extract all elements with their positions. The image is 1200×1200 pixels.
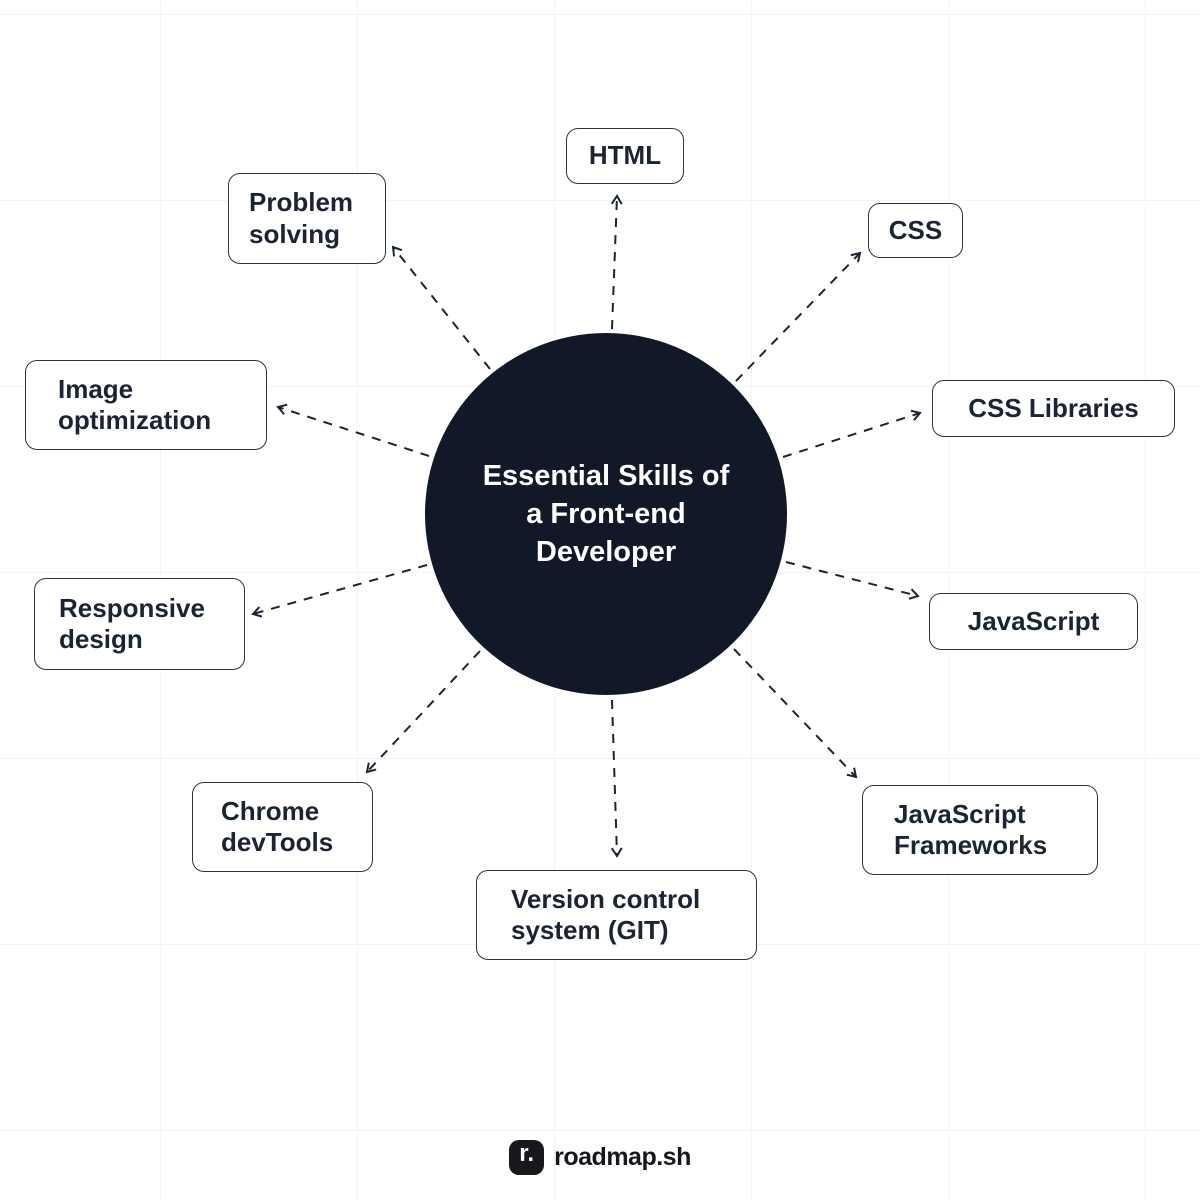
roadmap-logo-icon: r. bbox=[509, 1139, 545, 1175]
node-problem-solving[interactable]: Problem solving bbox=[228, 173, 386, 264]
node-responsive-design[interactable]: Responsive design bbox=[34, 578, 245, 670]
node-css-libraries[interactable]: CSS Libraries bbox=[932, 380, 1175, 437]
node-javascript[interactable]: JavaScript bbox=[929, 593, 1138, 650]
arrow-to-javascript bbox=[785, 561, 920, 600]
arrow-to-html bbox=[610, 194, 623, 330]
brand-name: roadmap.sh bbox=[554, 1142, 691, 1171]
node-html-label: HTML bbox=[588, 140, 662, 171]
node-css-label: CSS bbox=[888, 214, 943, 245]
node-version-control-system[interactable]: Version control system (GIT) bbox=[476, 870, 757, 960]
node-html[interactable]: HTML bbox=[566, 128, 684, 184]
roadmap-logo-glyph: r. bbox=[519, 1140, 534, 1167]
node-chrome-devtools-label: Chrome devTools bbox=[221, 795, 334, 857]
node-version-control-system-label: Version control system (GIT) bbox=[511, 883, 701, 945]
arrow-to-css-libraries bbox=[782, 409, 922, 458]
node-css-libraries-label: CSS Libraries bbox=[968, 392, 1139, 423]
node-image-optimization-label: Image optimization bbox=[58, 373, 212, 435]
footer-brand: r. roadmap.sh bbox=[0, 1136, 1200, 1178]
arrow-to-responsive-design bbox=[251, 564, 428, 618]
central-topic: Essential Skills of a Front-end Develope… bbox=[425, 333, 787, 695]
arrow-to-image-optimization bbox=[276, 403, 430, 457]
node-responsive-design-label: Responsive design bbox=[59, 592, 205, 654]
arrow-to-javascript-frameworks bbox=[733, 648, 858, 779]
node-problem-solving-label: Problem solving bbox=[249, 187, 354, 249]
node-chrome-devtools[interactable]: Chrome devTools bbox=[192, 782, 373, 872]
node-javascript-label: JavaScript bbox=[967, 605, 1100, 636]
arrow-to-chrome-devtools bbox=[365, 650, 481, 774]
node-image-optimization[interactable]: Image optimization bbox=[25, 360, 267, 450]
arrow-to-css bbox=[735, 251, 862, 382]
central-topic-label: Essential Skills of a Front-end Develope… bbox=[482, 459, 730, 569]
node-css[interactable]: CSS bbox=[868, 203, 963, 258]
node-javascript-frameworks[interactable]: JavaScript Frameworks bbox=[862, 785, 1098, 875]
arrow-to-version-control bbox=[610, 699, 623, 858]
node-javascript-frameworks-label: JavaScript Frameworks bbox=[894, 798, 1048, 860]
arrow-to-problem-solving bbox=[391, 245, 491, 370]
